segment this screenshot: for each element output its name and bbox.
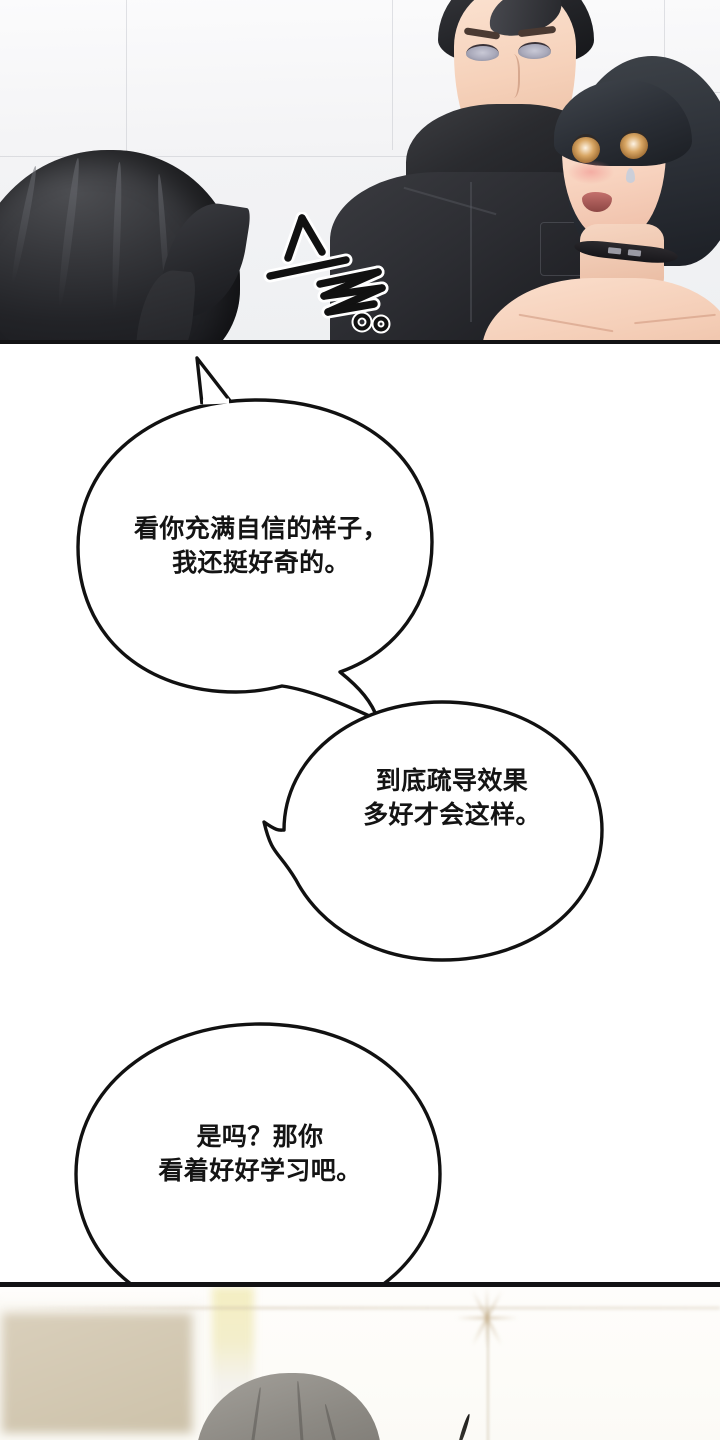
- hair-fold: [323, 1403, 348, 1440]
- boy-blush: [568, 160, 614, 184]
- man-eye-right: [518, 42, 551, 59]
- light-flare-icon: [452, 1287, 522, 1353]
- wall-corner-line: [487, 1309, 489, 1440]
- ceiling-line: [0, 1307, 720, 1309]
- choker-stud: [627, 249, 642, 257]
- hair-fold: [296, 1381, 307, 1440]
- character-back-of-head: [0, 150, 260, 340]
- man-nose: [504, 54, 520, 98]
- coat-seam: [470, 182, 472, 322]
- speech-bubble-2: 到底疏导效果 多好才会这样。: [262, 672, 637, 982]
- speech-bubble-1: 看你充满自信的样子， 我还挺好奇的。: [60, 352, 460, 732]
- bottom-panel: [0, 1282, 720, 1440]
- boy-eye-right: [620, 130, 648, 159]
- top-panel: [0, 0, 720, 344]
- boy-mouth: [582, 192, 612, 212]
- blurred-window: [0, 1301, 204, 1440]
- sound-effect-seureuk: [262, 212, 397, 337]
- choker-stud: [607, 247, 622, 255]
- wall-seam-vertical: [126, 0, 127, 178]
- character-young-man-with-choker: [482, 56, 720, 340]
- speech-bubble-1-text: 看你充满自信的样子， 我还挺好奇的。: [133, 514, 388, 577]
- hair-fold: [245, 1387, 262, 1440]
- sweat-drop-icon: [626, 168, 635, 183]
- wall-seam-horizontal: [0, 156, 430, 157]
- wall-seam-vertical: [392, 0, 393, 150]
- man-eye-left: [466, 44, 499, 61]
- stray-hair-strand: [456, 1413, 472, 1440]
- speech-bubble-2-text: 到底疏导效果 多好才会这样。: [363, 766, 541, 829]
- boy-eye-left: [572, 134, 600, 163]
- speech-bubble-3-text: 是吗？那你 看着好好学习吧。: [158, 1122, 362, 1185]
